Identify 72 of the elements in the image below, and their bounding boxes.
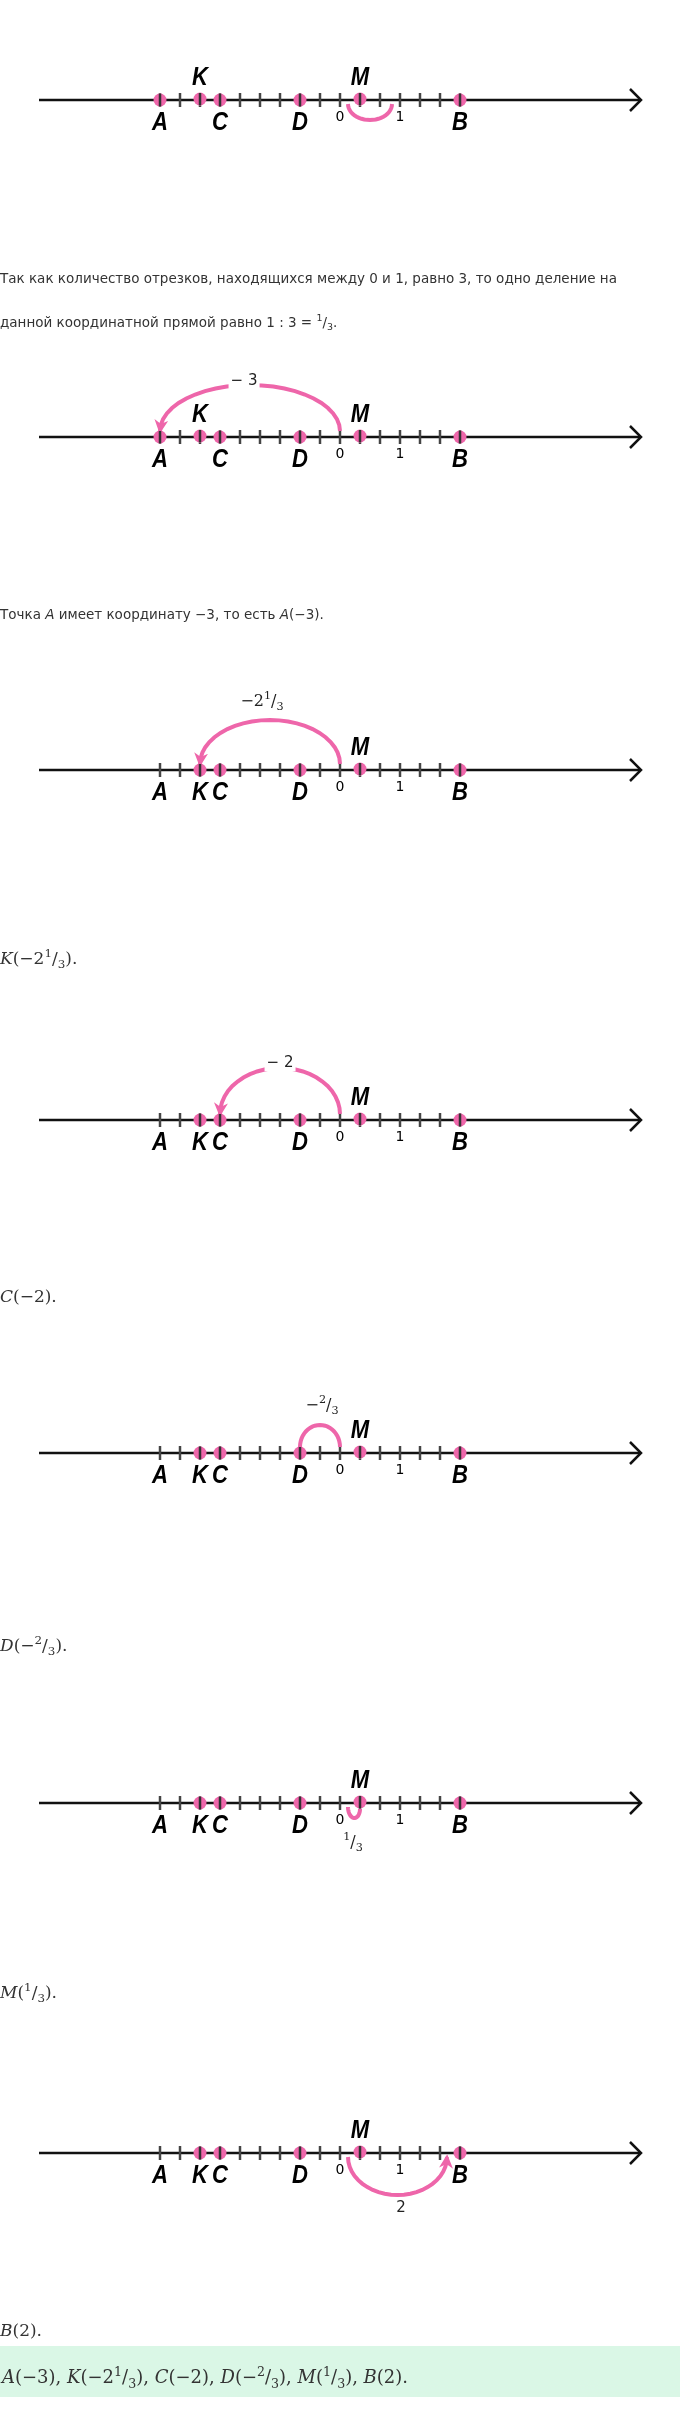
point-label: B (451, 444, 469, 472)
tick-label: 0 (334, 108, 346, 124)
jump-arc (298, 1423, 342, 1448)
tick-label: 1 (394, 778, 406, 794)
tick-label: 0 (334, 778, 346, 794)
point-label: D (291, 1127, 309, 1155)
point-label: K (191, 1127, 210, 1155)
point-label: B (451, 2160, 469, 2188)
point-label: C (211, 777, 229, 805)
point-label: M (349, 1415, 371, 1443)
solution-text: D(−$^{2}$/$_{3}$). (0, 1632, 69, 1661)
tick-label: 1 (394, 1128, 406, 1144)
solution-text: B(2). (0, 2319, 43, 2342)
tick-label: 1 (394, 445, 406, 461)
point-label: D (291, 1810, 309, 1838)
solution-text: K(−2$^{1}$/$_{3}$). (0, 945, 79, 974)
point-label: A (150, 1810, 169, 1838)
tick-label: 1 (394, 1811, 406, 1827)
point-label: A (150, 2160, 169, 2188)
point-label: M (349, 1082, 371, 1110)
point-label: C (211, 1460, 229, 1488)
edge-label: − 2 (264, 1053, 296, 1071)
point-label: C (211, 444, 229, 472)
jump-arc (346, 1806, 362, 1820)
point-label: D (291, 1460, 309, 1488)
tick-label: 0 (334, 2161, 346, 2177)
point-label: A (150, 444, 169, 472)
point-label: M (349, 2115, 371, 2143)
point-label: D (291, 2160, 309, 2188)
edge-label: − 3 (228, 371, 260, 389)
point-label: D (291, 777, 309, 805)
point-label: C (211, 2160, 229, 2188)
point-label: C (211, 107, 229, 135)
edge-label: $^{1}$/$_{3}$ (341, 1830, 365, 1854)
point-label: B (451, 1127, 469, 1155)
point-label: B (451, 1810, 469, 1838)
point-label: B (451, 777, 469, 805)
tick-label: 0 (334, 445, 346, 461)
point-label: D (291, 444, 309, 472)
tick-label: 0 (334, 1461, 346, 1477)
point-label: K (191, 399, 210, 427)
point-label: K (191, 62, 210, 90)
point-label: M (349, 399, 371, 427)
jump-arc (346, 103, 394, 122)
tick-label: 1 (394, 108, 406, 124)
solution-text: Точка A имеет координату −3, то есть A(−3). (0, 605, 325, 624)
point-label: A (150, 107, 169, 135)
tick-label: 0 (334, 1128, 346, 1144)
point-label: M (349, 62, 371, 90)
point-label: D (291, 107, 309, 135)
point-label: C (211, 1810, 229, 1838)
point-label: K (191, 1460, 210, 1488)
solution-text: C(−2). (0, 1285, 58, 1308)
jump-arc (346, 2154, 453, 2197)
point-label: A (150, 1460, 169, 1488)
jump-arc (194, 718, 342, 767)
point-label: A (150, 1127, 169, 1155)
point-label: K (191, 1810, 210, 1838)
point-label: M (349, 1765, 371, 1793)
point-label: K (191, 777, 210, 805)
answer-banner: A(−3), K(−2$^{1}$/$_{3}$), C(−2), D(−$^{2}$/$_{3}$), M($^{1}$/$_{3}$), B(2). (0, 2346, 680, 2397)
tick-label: 1 (394, 2161, 406, 2177)
tick-label: 0 (334, 1811, 346, 1827)
point-label: B (451, 107, 469, 135)
point-label: B (451, 1460, 469, 1488)
solution-text: Так как количество отрезков, находящихся между 0 и 1, равно 3, то одно деление на данной координатной прямой равно 1 : 3 = $^{1}$/$_{3}$. (0, 269, 618, 335)
point-label: M (349, 732, 371, 760)
point-label: K (191, 2160, 210, 2188)
point-label: A (150, 777, 169, 805)
point-label: C (211, 1127, 229, 1155)
solution-text: M($^{1}$/$_{3}$). (0, 1979, 58, 2008)
tick-label: 1 (394, 1461, 406, 1477)
